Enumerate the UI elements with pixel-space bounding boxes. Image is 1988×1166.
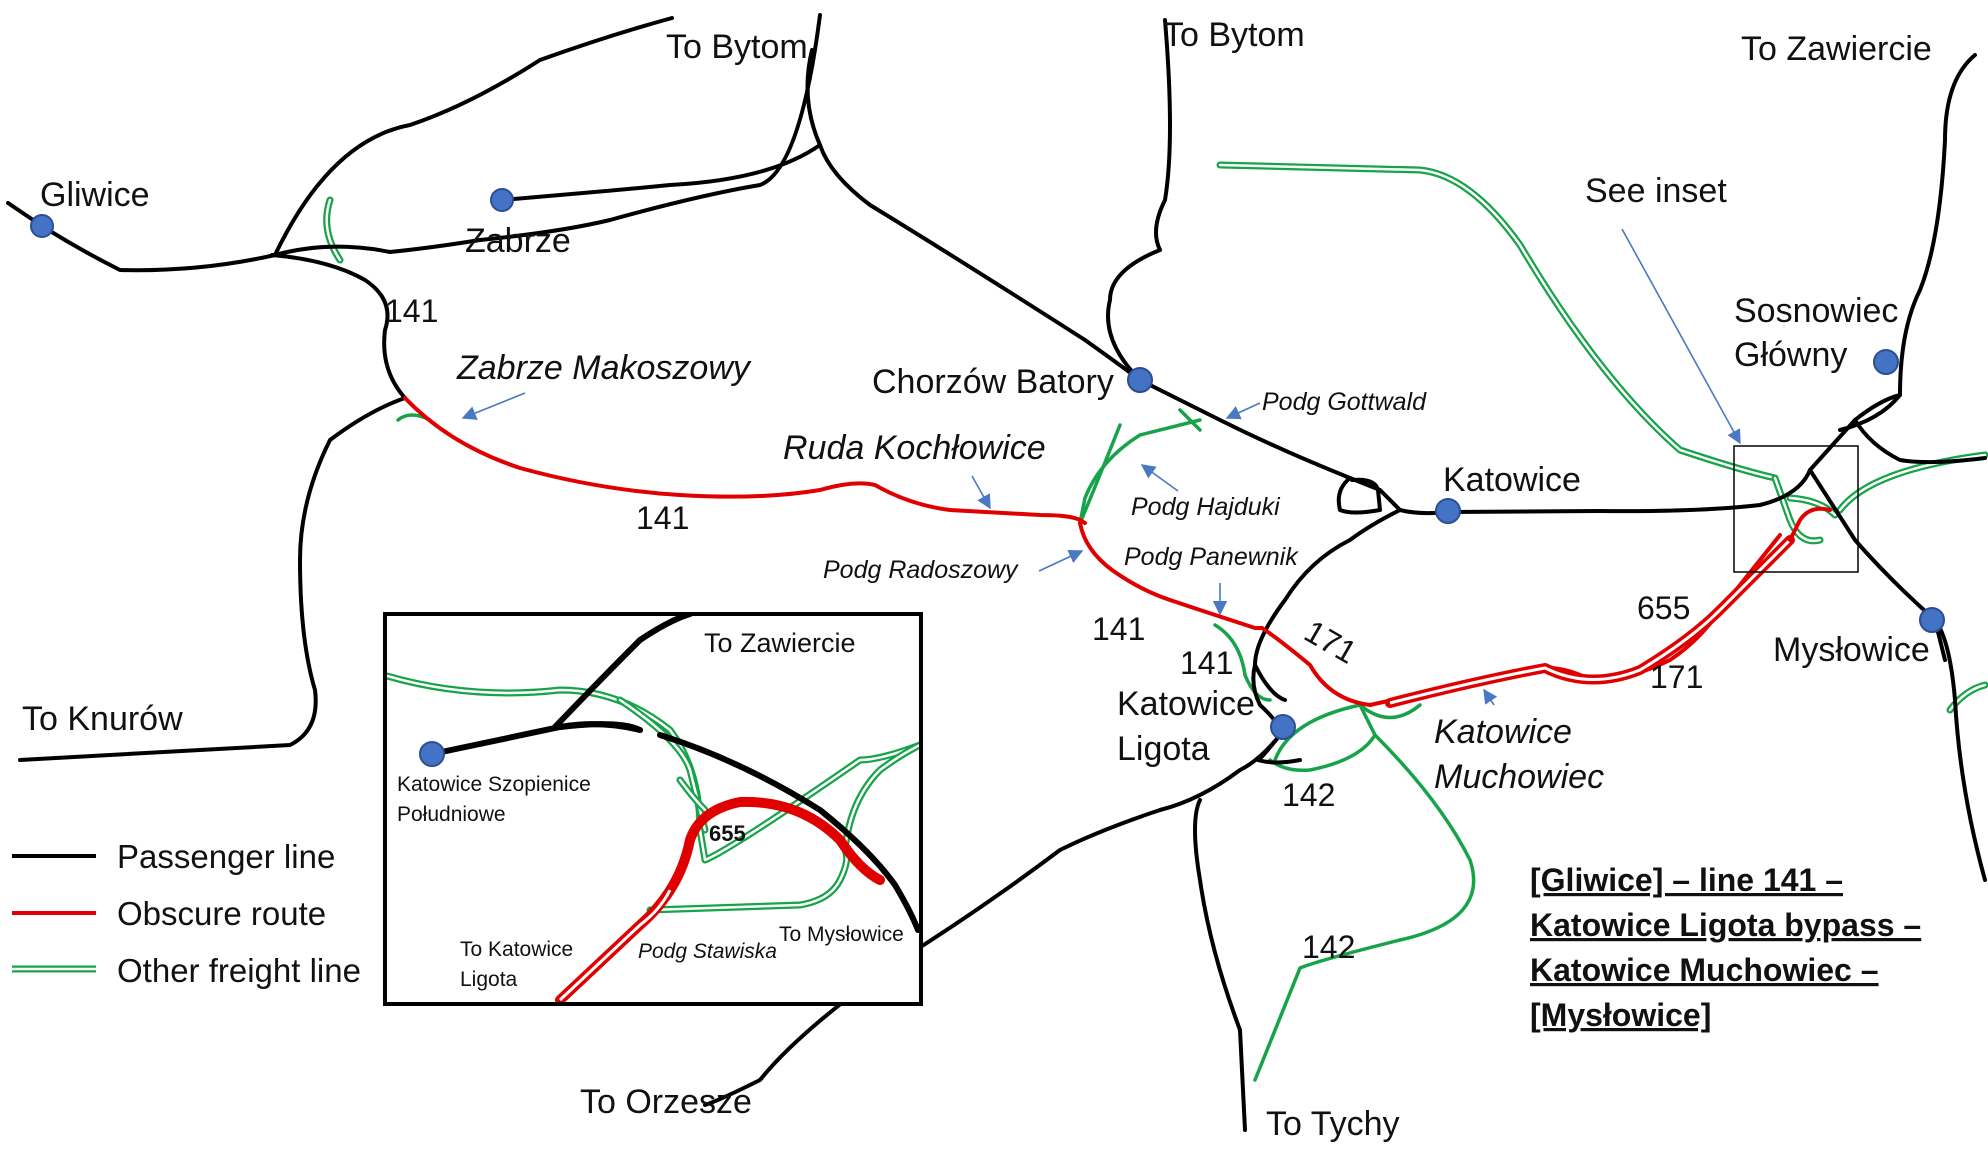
line-number-142: 142 [1282, 777, 1335, 813]
station-chorzow-batory [1127, 367, 1153, 393]
junction-labels: Podg Gottwald Podg Hajduki Podg Radoszow… [823, 388, 1427, 584]
obscure-route [403, 396, 1832, 708]
place-labels: To Bytom To Bytom To Zawiercie Gliwice Z… [22, 16, 1932, 1143]
inset-label-655: 655 [709, 821, 746, 846]
label-podg-gottwald: Podg Gottwald [1262, 388, 1427, 416]
station-zabrze [490, 188, 514, 212]
line-number-171: 171 [1650, 659, 1703, 695]
label-to-orzesze: To Orzesze [580, 1083, 752, 1121]
legend-other-freight-line: Other freight line [117, 952, 361, 989]
caption-line-1: [Gliwice] – line 141 – [1530, 862, 1843, 898]
label-sosnowiec-2: Główny [1734, 336, 1847, 374]
label-see-inset: See inset [1585, 172, 1727, 210]
line-number-141: 141 [1092, 611, 1145, 647]
inset-map: To Zawiercie Katowice Szopienice Południ… [383, 612, 923, 1006]
caption-line-4: [Mysłowice] [1530, 997, 1711, 1033]
freight-lines [323, 161, 1988, 714]
passenger-lines [6, 13, 1987, 1132]
station-katowice-szopienice-poludniowe [419, 741, 445, 767]
legend-obscure-route: Obscure route [117, 895, 326, 932]
label-to-bytom-west: To Bytom [666, 28, 808, 66]
label-podg-hajduki: Podg Hajduki [1131, 493, 1281, 521]
route-caption: [Gliwice] – line 141 – Katowice Ligota b… [1530, 862, 1921, 1033]
label-chorzow-batory: Chorzów Batory [872, 363, 1114, 401]
inset-label-to-katowice-1: To Katowice [460, 938, 573, 961]
label-gliwice: Gliwice [40, 176, 150, 214]
label-katowice-ligota-1: Katowice [1117, 685, 1255, 723]
inset-label-to-zawiercie: To Zawiercie [704, 628, 856, 658]
line-number-142: 142 [1302, 929, 1355, 965]
inset-locator-box [1733, 445, 1859, 573]
inset-label-to-katowice-2: Ligota [460, 968, 518, 991]
label-katowice-muchowiec-2: Muchowiec [1434, 758, 1604, 796]
label-to-tychy: To Tychy [1266, 1105, 1400, 1143]
label-sosnowiec-1: Sosnowiec [1734, 292, 1898, 330]
line-number-655: 655 [1637, 590, 1690, 626]
label-katowice-ligota-2: Ligota [1117, 730, 1210, 768]
caption-line-2: Katowice Ligota bypass – [1530, 907, 1921, 943]
station-gliwice [30, 214, 54, 238]
inset-label-podg-stawiska: Podg Stawiska [638, 940, 777, 963]
label-podg-radoszowy: Podg Radoszowy [823, 556, 1019, 584]
line-number-141: 141 [636, 500, 689, 536]
inset-label-station-1: Katowice Szopienice [397, 773, 591, 796]
station-sosnowiec-glowny [1873, 349, 1899, 375]
station-myslowice [1919, 607, 1945, 633]
label-zabrze: Zabrze [465, 222, 571, 260]
legend: Passenger line Obscure route Other freig… [12, 838, 361, 989]
inset-label-station-2: Południowe [397, 803, 506, 826]
line-number-141: 141 [1180, 645, 1233, 681]
label-katowice-muchowiec-1: Katowice [1434, 713, 1572, 751]
label-myslowice: Mysłowice [1773, 631, 1930, 669]
legend-passenger-line: Passenger line [117, 838, 335, 875]
stations [30, 188, 1945, 740]
line-number-141: 141 [385, 293, 438, 329]
label-podg-panewnik: Podg Panewnik [1124, 543, 1299, 571]
inset-label-to-myslowice: To Mysłowice [779, 923, 904, 946]
station-katowice [1435, 498, 1461, 524]
label-to-knurow: To Knurów [22, 700, 183, 738]
label-zabrze-makoszowy: Zabrze Makoszowy [456, 349, 752, 387]
pointer-arrows [461, 228, 1741, 706]
station-katowice-ligota [1270, 714, 1296, 740]
label-to-zawiercie: To Zawiercie [1741, 30, 1932, 68]
label-katowice: Katowice [1443, 461, 1581, 499]
label-to-bytom-east: To Bytom [1163, 16, 1305, 54]
label-ruda-kochlowice: Ruda Kochłowice [783, 429, 1046, 467]
caption-line-3: Katowice Muchowiec – [1530, 952, 1879, 988]
